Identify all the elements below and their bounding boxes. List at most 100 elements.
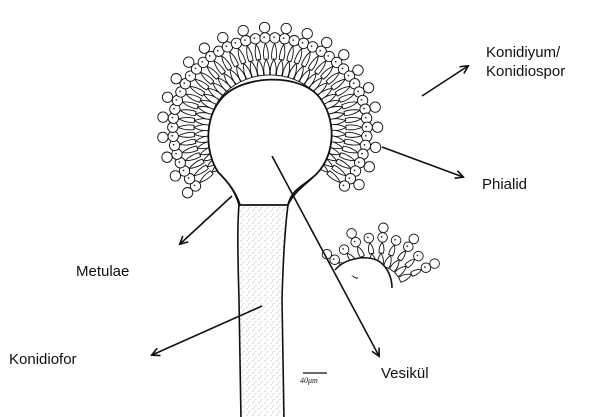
conidium-dot xyxy=(195,68,197,70)
conidium xyxy=(162,92,172,102)
label-metulae: Metulae xyxy=(76,262,129,281)
conidium-dot xyxy=(217,50,219,52)
conidium xyxy=(372,122,382,132)
phialide xyxy=(398,251,406,261)
arrow-metulae xyxy=(180,196,232,244)
conidium-dot xyxy=(364,144,366,146)
conidium-dot xyxy=(406,245,408,247)
arrow-conidium xyxy=(422,66,468,96)
conidium xyxy=(218,32,228,42)
conidium xyxy=(289,36,299,46)
conidiophore-stipe xyxy=(238,202,288,417)
phialide xyxy=(178,125,194,130)
conidium xyxy=(370,142,380,152)
label-conidium: Konidiyum/ Konidiospor xyxy=(486,43,565,81)
conidium-dot xyxy=(361,153,363,155)
conidium xyxy=(171,74,181,84)
phialide xyxy=(185,153,201,161)
conidium xyxy=(351,237,361,247)
conidium-dot xyxy=(172,117,174,119)
phialide xyxy=(342,102,358,109)
conidium-dot xyxy=(244,39,246,41)
conidium-dot xyxy=(348,75,350,77)
phialide xyxy=(255,44,260,60)
conidium-dot xyxy=(367,237,369,239)
conidium xyxy=(158,112,168,122)
conidium xyxy=(347,229,357,239)
conidium xyxy=(231,38,241,48)
conidium xyxy=(279,34,289,44)
conidium-dot xyxy=(319,50,321,52)
phialide xyxy=(344,139,360,145)
metula xyxy=(194,125,210,131)
conidium-dot xyxy=(349,177,351,179)
conidium xyxy=(421,263,431,273)
conidium-dot xyxy=(188,177,190,179)
phialide xyxy=(272,43,277,59)
conidium xyxy=(250,34,260,44)
metula xyxy=(276,60,282,76)
conidium xyxy=(364,162,374,172)
phialide xyxy=(230,52,239,67)
conidium-dot xyxy=(363,108,365,110)
conidium-dot xyxy=(365,117,367,119)
conidium-dot xyxy=(417,255,419,257)
conidium-dot xyxy=(175,153,177,155)
phialide xyxy=(180,110,196,116)
label-conidium-line1: Konidiyum/ xyxy=(486,43,565,62)
phialide xyxy=(389,245,395,256)
scale-bar-label: 40μm xyxy=(300,376,318,385)
phialide xyxy=(346,125,362,130)
conidium xyxy=(182,188,192,198)
conidium xyxy=(270,33,280,43)
conidium xyxy=(379,223,389,233)
label-phialide: Phialid xyxy=(482,175,527,194)
phialide xyxy=(345,117,361,122)
conidium xyxy=(184,57,194,67)
conidium-dot xyxy=(354,170,356,172)
conidium xyxy=(281,23,291,33)
phialide xyxy=(339,153,355,161)
conidium-dot xyxy=(226,45,228,47)
conidium xyxy=(339,245,349,255)
conidium xyxy=(354,179,364,189)
conidium xyxy=(409,234,419,244)
metula xyxy=(264,59,270,75)
conidium xyxy=(339,181,349,191)
phialide xyxy=(178,132,194,137)
metula xyxy=(270,59,276,75)
conidium-dot xyxy=(394,239,396,241)
arrow-phialide xyxy=(382,147,463,177)
phialide xyxy=(182,146,198,153)
phialide xyxy=(180,139,196,145)
label-conidium-line2: Konidiospor xyxy=(486,62,565,81)
conidium xyxy=(339,50,349,60)
conidium-dot xyxy=(189,75,191,77)
conidium xyxy=(322,37,332,47)
conidium xyxy=(414,251,424,261)
conidium-dot xyxy=(354,241,356,243)
conidium-dot xyxy=(178,161,180,163)
conidium xyxy=(170,171,180,181)
conidium xyxy=(260,33,270,43)
conidium-dot xyxy=(342,68,344,70)
metula xyxy=(250,61,257,77)
conidium-dot xyxy=(173,108,175,110)
conidium-dot xyxy=(194,185,196,187)
phialide xyxy=(368,243,373,254)
conidium xyxy=(241,36,251,46)
conidium-dot xyxy=(292,39,294,41)
phialide xyxy=(411,270,422,277)
phialide xyxy=(179,117,195,122)
phialide xyxy=(182,102,198,109)
conidium-dot xyxy=(333,258,335,260)
conidium-dot xyxy=(361,99,363,101)
conidium-dot xyxy=(381,236,383,238)
phialide xyxy=(342,146,358,153)
conidium-dot xyxy=(183,170,185,172)
conidium-dot xyxy=(171,135,173,137)
conidium-dot xyxy=(283,37,285,39)
label-conidiophore: Konidiofor xyxy=(9,350,77,369)
conidium-dot xyxy=(254,37,256,39)
conidium xyxy=(363,83,373,93)
